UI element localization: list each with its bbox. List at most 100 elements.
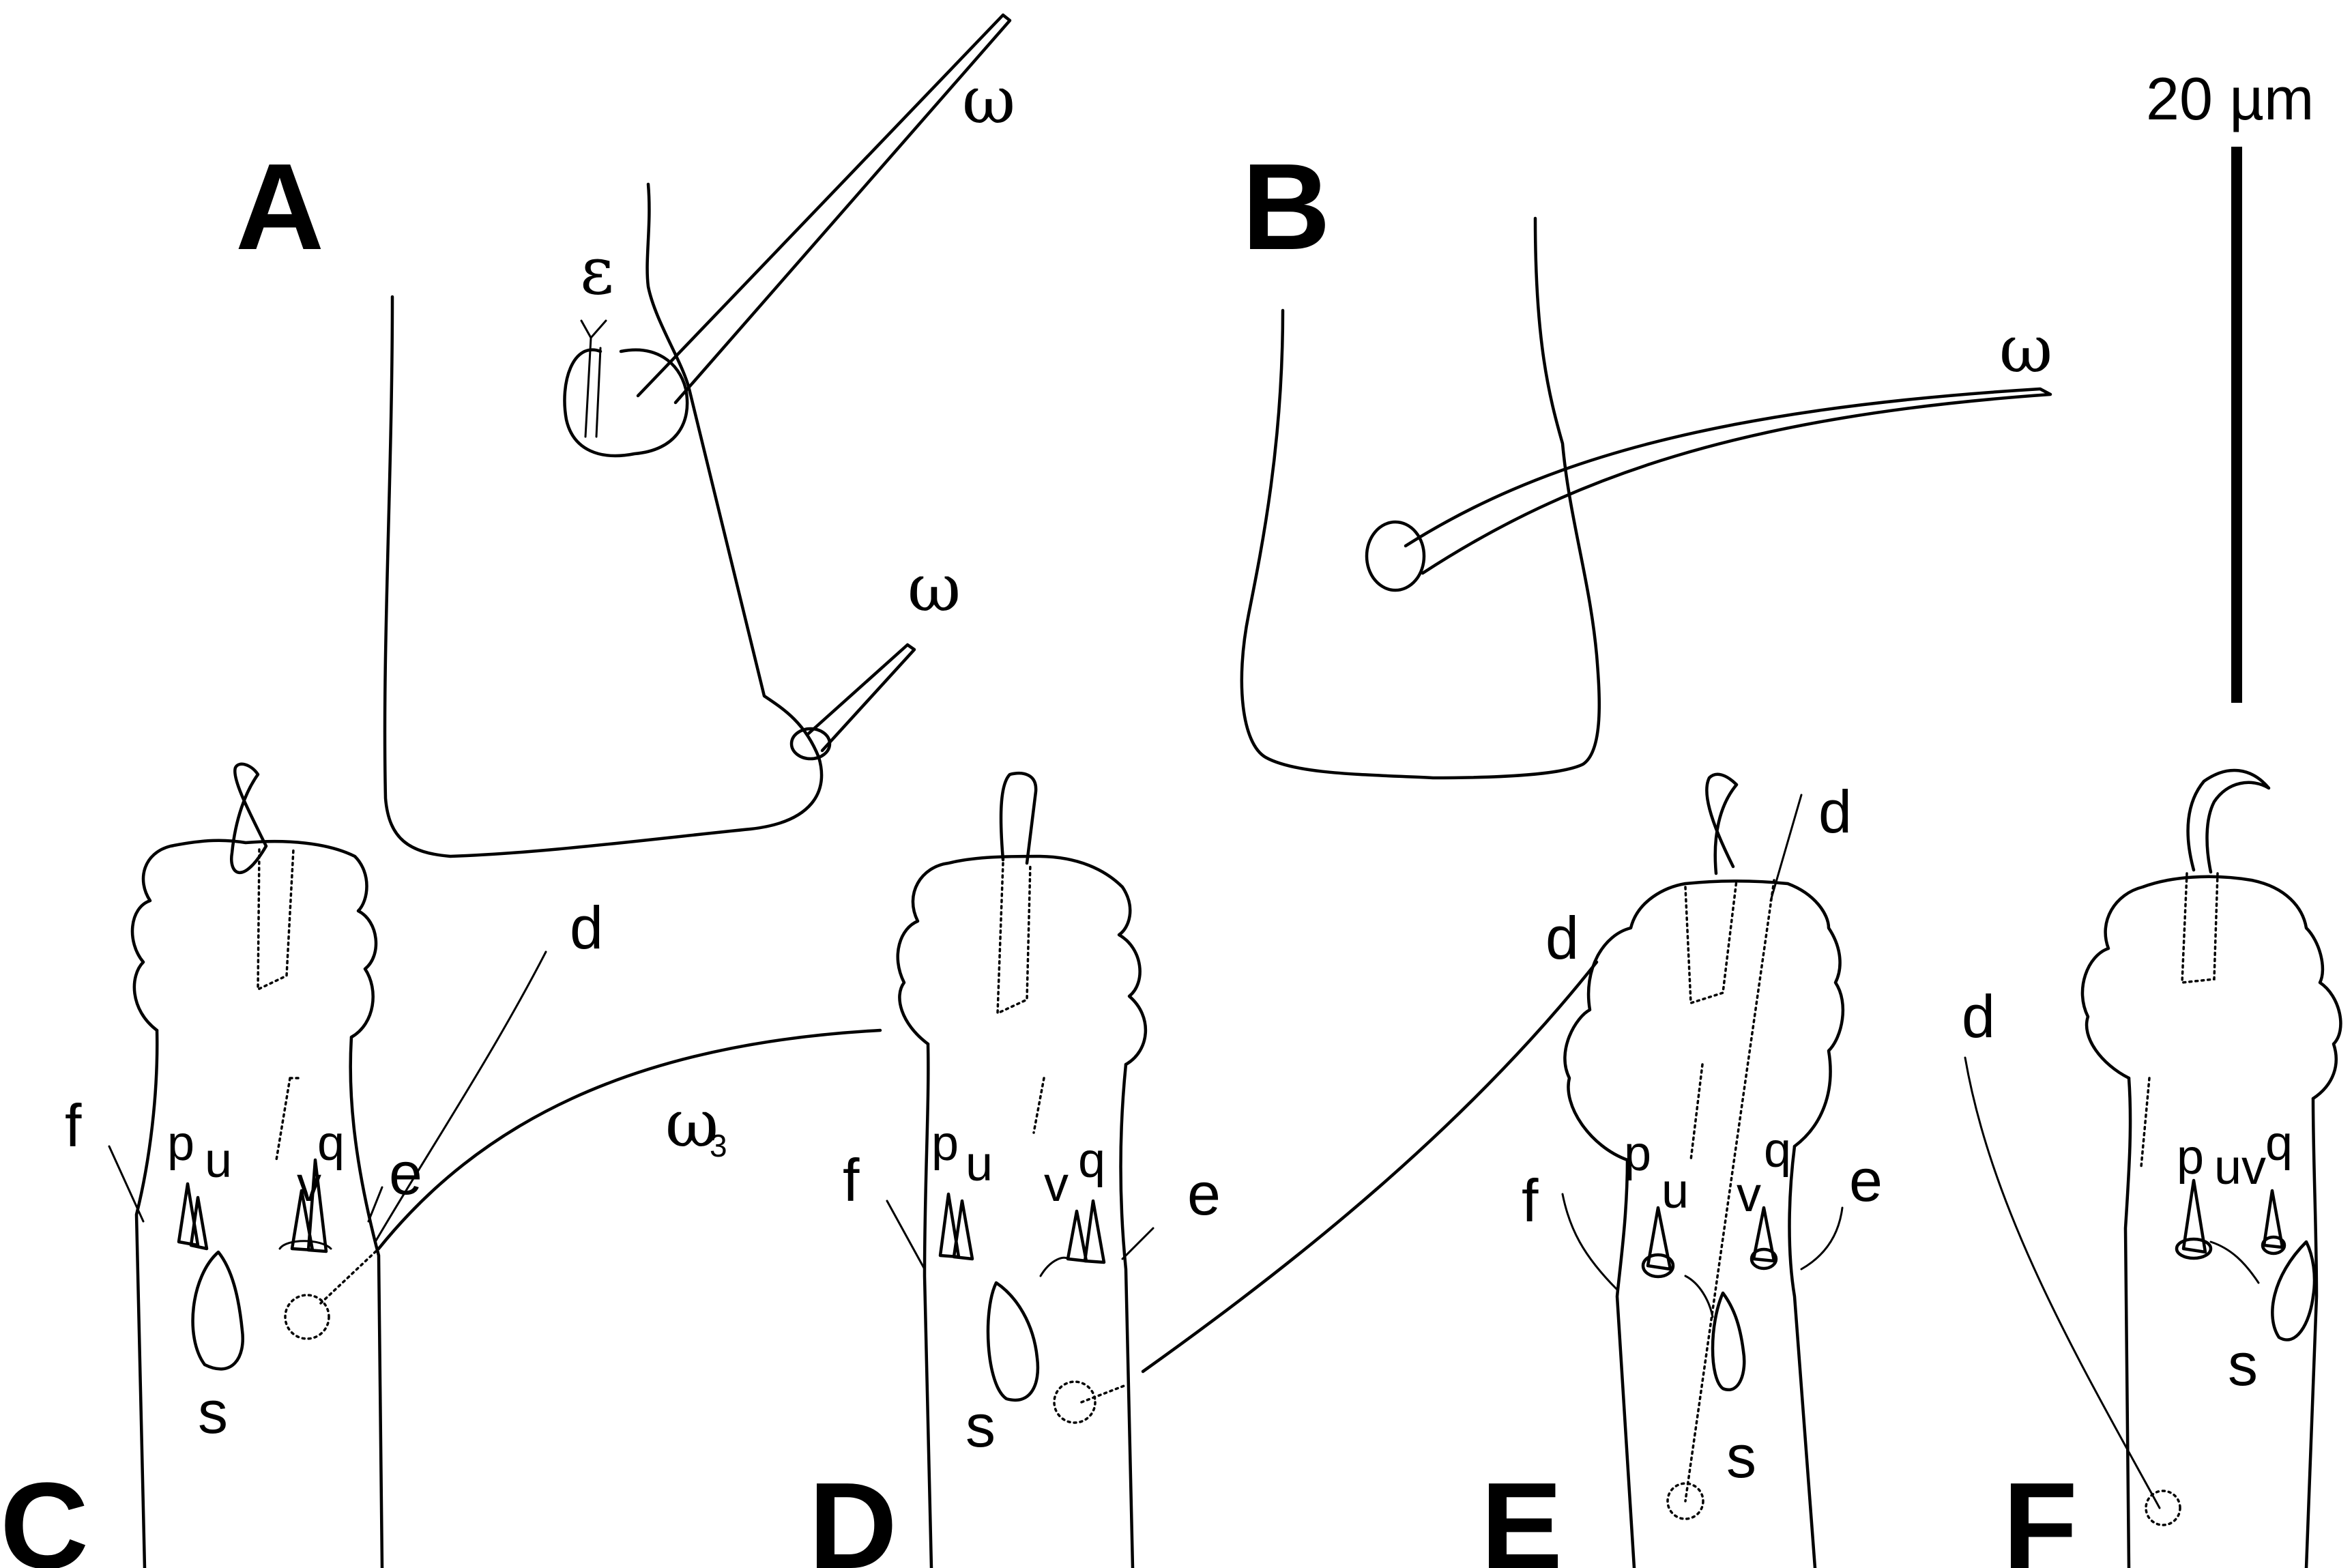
- panel-c-tarsus: [134, 1028, 384, 1568]
- panel-a-omega-upper-label: ω: [962, 62, 1015, 139]
- panel-e-u-socket: [1641, 1253, 1675, 1279]
- panel-f-uv-label: uv: [2214, 1140, 2266, 1195]
- panel-d-lobes: [896, 854, 1147, 1066]
- panel-c-e-label: e: [389, 1139, 422, 1207]
- panel-c-u-seta: [189, 1195, 209, 1251]
- panel-a-epsilon-label: ε: [580, 233, 614, 309]
- panel-e-v-socket: [1750, 1247, 1778, 1271]
- panel-d-ridge: [1032, 1077, 1045, 1134]
- panel-f-q-socket: [2261, 1235, 2286, 1255]
- panel-f-s-label: s: [2228, 1331, 2258, 1398]
- panel-c-q-label: q: [317, 1116, 345, 1171]
- panel-a-upper-socket: [563, 348, 689, 458]
- panel-e-e-seta: [1800, 1206, 1844, 1271]
- panel-d: D f p u v q e s: [809, 772, 1599, 1568]
- panel-c-u-label: u: [205, 1133, 232, 1188]
- panel-f-tarsus: [2123, 1076, 2319, 1568]
- panel-c-socket: [284, 1294, 330, 1340]
- panel-a-omega-upper-seta: [636, 13, 1012, 405]
- panel-e: E d d f p u v q e s: [1481, 772, 1883, 1568]
- panel-c-e-seta: [367, 1186, 383, 1223]
- panel-d-claw-base: [996, 862, 1032, 1015]
- panel-d-v-label: v: [1044, 1157, 1069, 1212]
- panel-d-q-seta: [1083, 1199, 1106, 1264]
- panel-d-v-seta: [1066, 1209, 1088, 1263]
- panel-d-socket-line: [1080, 1384, 1127, 1404]
- panel-c-claw: [230, 762, 268, 874]
- panel-a-omega-lower-label: ω: [908, 550, 961, 626]
- panel-f-p-seta: [2181, 1178, 2207, 1254]
- panel-c: C f p u v q e s d: [0, 762, 882, 1568]
- panel-f: F d p uv q s: [1962, 768, 2342, 1568]
- panel-d-claw: [999, 772, 1038, 865]
- panel-c-p-seta: [177, 1182, 200, 1247]
- panel-b-omega-label: ω: [1999, 311, 2052, 388]
- panel-d-d-seta: [1141, 960, 1599, 1374]
- panel-b-socket: [1365, 520, 1426, 592]
- panel-f-d-label: d: [1962, 983, 1995, 1050]
- scale-bar-label: 20 µm: [2146, 65, 2314, 132]
- panel-c-p-label: p: [167, 1116, 194, 1171]
- panel-b-label: B: [1242, 139, 1331, 276]
- panel-c-label: C: [0, 1457, 89, 1568]
- panel-e-claw: [1705, 772, 1739, 875]
- panel-c-claw-base: [257, 848, 295, 991]
- panel-d-u-label: u: [966, 1137, 993, 1191]
- panel-e-d-top-label: d: [1818, 778, 1852, 845]
- panel-f-claw-base: [2181, 872, 2219, 984]
- panel-a-outline: [383, 182, 824, 858]
- panel-c-f-label: f: [65, 1092, 82, 1159]
- panel-c-omega3-subscript: 3: [710, 1128, 727, 1163]
- panel-d-label: D: [809, 1457, 897, 1568]
- panel-c-q-seta: [306, 1158, 328, 1253]
- panel-c-omega3-label: ω: [665, 1086, 718, 1162]
- panel-e-s-label: s: [1726, 1423, 1756, 1490]
- panel-d-s-label: s: [966, 1392, 996, 1460]
- panel-a-epsilon-seta: [580, 319, 607, 438]
- panel-f-s-seta: [2271, 1240, 2317, 1341]
- panel-e-tarsus: [1615, 1144, 1817, 1568]
- panel-d-socket: [1053, 1380, 1097, 1424]
- panel-e-claw-base: [1684, 879, 1738, 1005]
- panel-d-q-label: q: [1078, 1133, 1105, 1188]
- panel-e-v-seta: [1752, 1206, 1776, 1263]
- panel-a-omega-lower-seta: [807, 643, 916, 753]
- panel-b-omega-seta: [1404, 387, 2052, 575]
- panel-b: B ω: [1240, 139, 2052, 780]
- panel-c-socket-line: [319, 1247, 380, 1305]
- panel-c-s-label: s: [198, 1378, 228, 1446]
- panel-f-claw: [2186, 768, 2271, 874]
- panel-e-lobes: [1563, 880, 1845, 1162]
- panel-c-base-line: [278, 1240, 332, 1250]
- panel-d-s-seta: [986, 1281, 1040, 1402]
- panel-e-q-label: q: [1764, 1123, 1791, 1178]
- panel-e-f-seta: [1561, 1193, 1618, 1291]
- panel-f-socket: [2145, 1490, 2181, 1526]
- panel-c-d-label: d: [570, 894, 603, 961]
- panel-e-u-label: u: [1661, 1164, 1689, 1219]
- panel-f-d-seta: [1964, 1056, 2161, 1509]
- panel-d-f-seta: [886, 1200, 926, 1271]
- panel-c-d-seta: [374, 950, 547, 1243]
- panel-e-e-label: e: [1849, 1146, 1883, 1214]
- panel-f-lobes: [2080, 875, 2342, 1101]
- panel-c-lobes: [130, 839, 378, 1039]
- panel-e-p-label: p: [1624, 1127, 1651, 1181]
- panel-d-f-label: f: [843, 1146, 860, 1214]
- panel-e-v-label: v: [1737, 1167, 1761, 1222]
- panel-f-p-socket: [2175, 1237, 2213, 1260]
- panel-e-f-label: f: [1522, 1167, 1539, 1234]
- panel-d-u-seta: [952, 1199, 974, 1261]
- panel-c-v-seta: [290, 1189, 315, 1252]
- panel-f-q-seta: [2262, 1189, 2284, 1249]
- panel-e-d-top-seta: [1769, 794, 1803, 902]
- panel-b-outline-left: [1240, 216, 1601, 780]
- panel-d-p-seta: [938, 1192, 961, 1259]
- panel-e-socket: [1666, 1482, 1704, 1520]
- panel-c-ridge: [275, 1077, 302, 1161]
- panel-e-inner-line: [1684, 1275, 1714, 1318]
- panel-c-omega3-seta: [377, 1028, 882, 1251]
- panel-e-s-seta: [1711, 1291, 1746, 1391]
- panel-c-f-seta: [108, 1145, 145, 1223]
- panel-d-p-label: p: [931, 1116, 959, 1171]
